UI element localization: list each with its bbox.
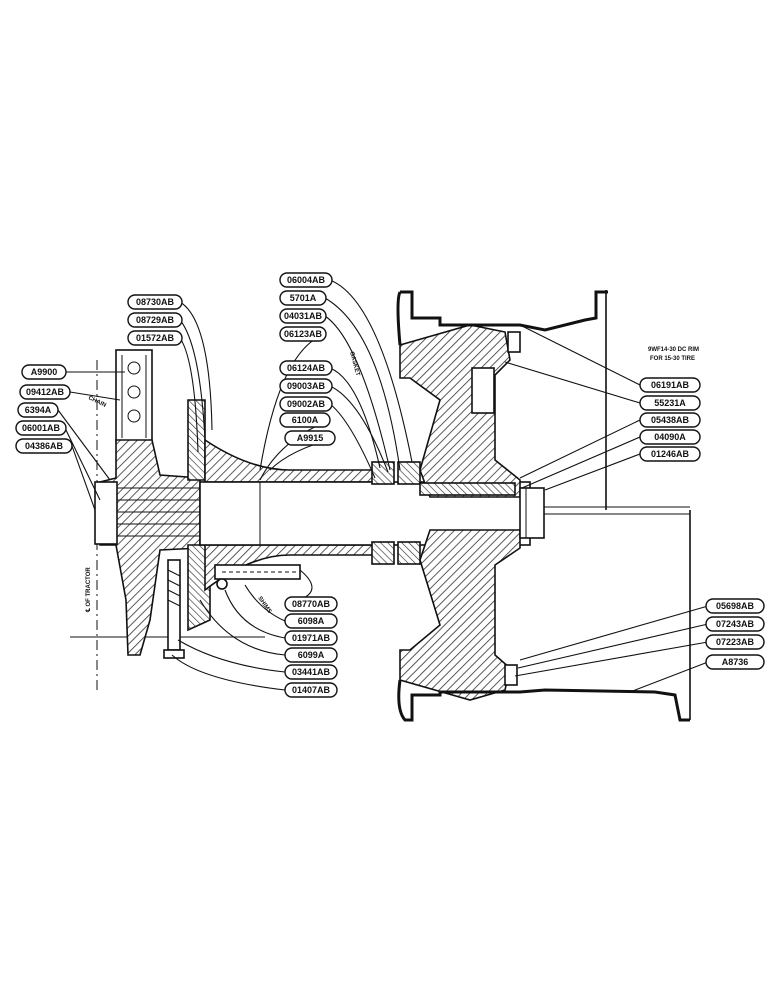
shims-label: SHIMS [256, 596, 272, 615]
callout-label: 09412AB [26, 387, 65, 397]
callout-label: 03441AB [292, 667, 331, 677]
callout-06191AB: 06191AB [639, 377, 701, 393]
sprocket-assembly [94, 349, 201, 659]
leader-lines [57, 279, 709, 693]
callout-label: 6394A [25, 405, 52, 415]
callout-label: 06123AB [284, 329, 323, 339]
callout-01971AB: 01971AB [284, 630, 338, 646]
callout-08730AB: 08730AB [127, 294, 183, 310]
chain-guard [115, 349, 153, 443]
callout-label: 01971AB [292, 633, 331, 643]
callout-label: 6099A [298, 650, 325, 660]
hub-lower [399, 529, 521, 701]
callout-label: 08770AB [292, 599, 331, 609]
callout-label: 08730AB [136, 297, 175, 307]
sprocket-hub [99, 439, 201, 656]
callout-01246AB: 01246AB [639, 446, 701, 462]
callout-label: 55231A [654, 398, 686, 408]
callout-label: 04386AB [25, 441, 64, 451]
callout-label: 5701A [290, 293, 317, 303]
bearing-upper-2 [397, 461, 421, 485]
callout-08729AB: 08729AB [127, 312, 183, 328]
callout-label: 06004AB [287, 275, 326, 285]
callout-07223AB: 07223AB [705, 634, 765, 650]
gasket-label: GASKET [348, 351, 360, 377]
callout-label: A9915 [297, 433, 324, 443]
tractor-centerline-label: ℄ OF TRACTOR [85, 567, 92, 613]
callout-6394A: 6394A [17, 402, 59, 418]
hub-key [419, 482, 516, 496]
hub-bolt-upper [507, 331, 521, 353]
callout-09003AB: 09003AB [279, 378, 333, 394]
callout-label: 06191AB [651, 380, 690, 390]
callout-label: 01572AB [136, 333, 175, 343]
callout-01572AB: 01572AB [127, 330, 183, 346]
callout-04090A: 04090A [639, 429, 701, 445]
callout-09002AB: 09002AB [279, 396, 333, 412]
callout-6098A: 6098A [284, 613, 338, 629]
callout-label: 05698AB [716, 601, 755, 611]
callout-04386AB: 04386AB [15, 438, 73, 454]
spline-shaft-end [94, 481, 118, 545]
callout-06004AB: 06004AB [279, 272, 333, 288]
callout-07243AB: 07243AB [705, 616, 765, 632]
callout-5701A: 5701A [279, 290, 327, 306]
callout-label: 04031AB [284, 311, 323, 321]
callout-label: 07223AB [716, 637, 755, 647]
callout-label: 6100A [292, 415, 319, 425]
rim-note-line1: 9WF14-30 DC RIM [648, 347, 699, 353]
callout-label: A9900 [31, 367, 58, 377]
hub-bolt-lower [504, 664, 518, 686]
rim-lower [397, 679, 690, 722]
drawing [70, 290, 691, 722]
callout-label: 07243AB [716, 619, 755, 629]
callout-A9900: A9900 [21, 364, 67, 380]
callout-label: 09002AB [287, 399, 326, 409]
callout-55231A: 55231A [639, 395, 701, 411]
callout-6100A: 6100A [279, 412, 331, 428]
callout-05698AB: 05698AB [705, 598, 765, 614]
bearing-lower-2 [397, 541, 421, 565]
callout-label: 6098A [298, 616, 325, 626]
callout-label: 06124AB [287, 363, 326, 373]
callout-05438AB: 05438AB [639, 412, 701, 428]
callout-A9915: A9915 [284, 430, 336, 446]
callout-label: A8736 [722, 657, 749, 667]
callout-04031AB: 04031AB [279, 308, 327, 324]
axle-nut [519, 487, 545, 539]
hub-boss [471, 367, 495, 414]
callout-label: 05438AB [651, 415, 690, 425]
rim-upper-left-flange [396, 291, 402, 346]
bearing-lower-1 [371, 541, 395, 565]
rim-upper [400, 290, 608, 332]
callout-06123AB: 06123AB [279, 326, 327, 342]
callout-label: 01407AB [292, 685, 331, 695]
callout-label: 06001AB [22, 423, 61, 433]
callout-label: 09003AB [287, 381, 326, 391]
callout-09412AB: 09412AB [19, 384, 71, 400]
rim-note-line2: FOR 15-30 TIRE [650, 356, 695, 362]
housing-flange [187, 399, 206, 481]
callout-6099A: 6099A [284, 647, 338, 663]
callout-01407AB: 01407AB [284, 682, 338, 698]
callout-06124AB: 06124AB [279, 360, 333, 376]
housing-lower [204, 544, 376, 592]
callout-A8736: A8736 [705, 654, 765, 670]
callout-06001AB: 06001AB [15, 420, 67, 436]
callout-label: 08729AB [136, 315, 175, 325]
callout-08770AB: 08770AB [284, 596, 338, 612]
callout-label: 01246AB [651, 449, 690, 459]
wheel-hub [399, 324, 545, 701]
housing-upper [204, 438, 376, 483]
callout-03441AB: 03441AB [284, 664, 338, 680]
callout-label: 04090A [654, 432, 686, 442]
bearing-upper-1 [371, 461, 395, 485]
